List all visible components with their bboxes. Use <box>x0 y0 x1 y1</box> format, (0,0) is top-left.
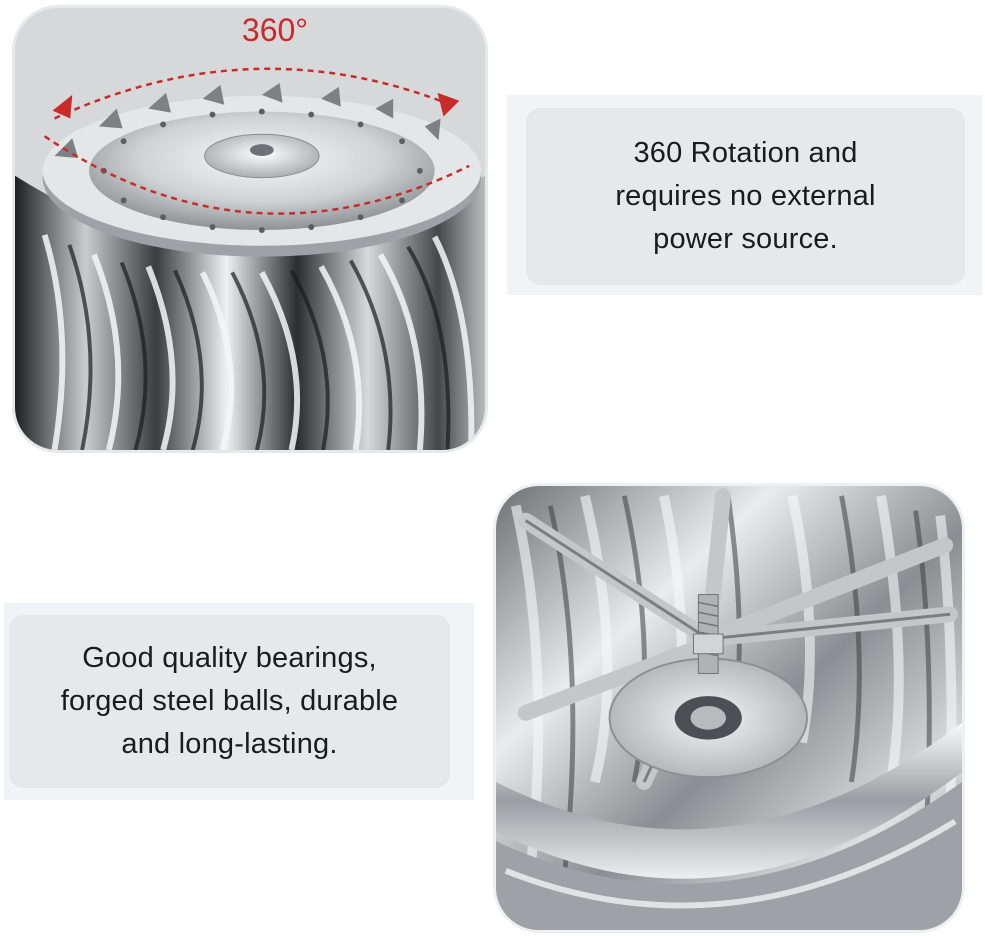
bearings-caption-text: Good quality bearings, forged steel ball… <box>60 642 399 760</box>
turbine-bearing-illustration <box>496 486 962 930</box>
bearings-caption: Good quality bearings, forged steel ball… <box>9 615 450 788</box>
turbine-bearing-photo <box>493 483 965 933</box>
turbine-top-illustration <box>15 8 485 450</box>
turbine-top-photo: 360° <box>12 5 488 453</box>
rotation-degree-label: 360° <box>241 12 309 48</box>
rotation-caption-text: 360 Rotation and requires no external po… <box>615 137 876 255</box>
bearings-caption-box: Good quality bearings, forged steel ball… <box>4 603 474 800</box>
rotation-caption: 360 Rotation and requires no external po… <box>526 108 965 285</box>
rotation-caption-box: 360 Rotation and requires no external po… <box>507 95 982 295</box>
